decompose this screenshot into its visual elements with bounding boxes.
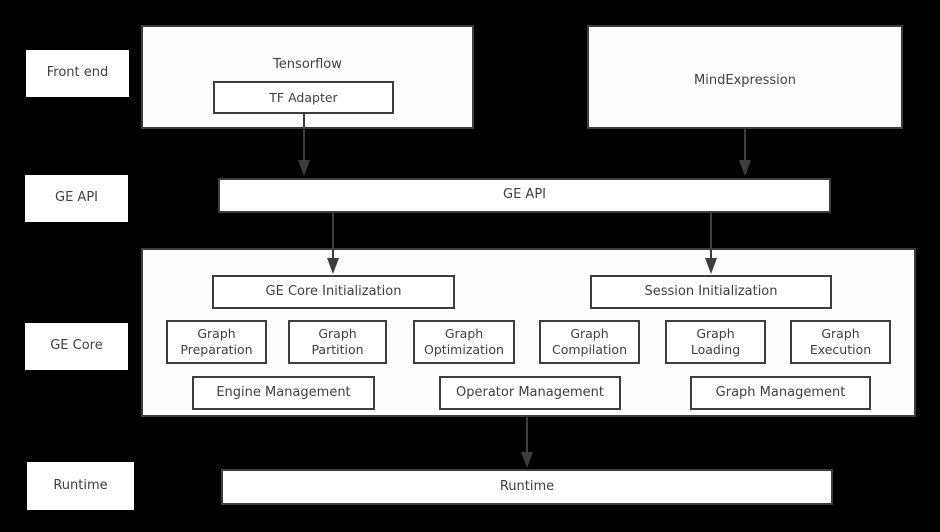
graph-partition-label: Graph Partition [311,326,364,357]
graph-partition-node[interactable]: Graph Partition [288,320,387,364]
session-initialization-node[interactable]: Session Initialization [590,275,832,309]
layer-label-front-end-text: Front end [46,65,109,81]
operator-management-node[interactable]: Operator Management [439,376,621,410]
layer-label-ge-core: GE Core [25,323,128,370]
graph-loading-node[interactable]: Graph Loading [665,320,766,364]
arrow-mindexpression-to-ge-api [739,129,751,176]
mindexpression-container: MindExpression [587,25,903,129]
layer-label-runtime-text: Runtime [53,477,108,493]
graph-preparation-node[interactable]: Graph Preparation [166,320,267,364]
tf-adapter-node[interactable]: TF Adapter [213,81,394,114]
graph-preparation-label: Graph Preparation [180,326,253,357]
graph-execution-label: Graph Execution [809,326,872,357]
ge-core-initialization-node[interactable]: GE Core Initialization [212,275,455,309]
layer-label-front-end: Front end [26,50,129,97]
layer-label-ge-api: GE API [25,175,128,222]
layer-label-ge-api-text: GE API [55,190,98,206]
ge-api-bar[interactable]: GE API [218,178,831,213]
graph-optimization-label: Graph Optimization [424,326,504,357]
graph-compilation-node[interactable]: Graph Compilation [539,320,640,364]
tensorflow-title: Tensorflow [273,57,342,72]
graph-loading-label: Graph Loading [690,326,741,357]
graph-management-label: Graph Management [715,384,846,400]
engine-management-node[interactable]: Engine Management [192,376,375,410]
graph-optimization-node[interactable]: Graph Optimization [413,320,515,364]
mindexpression-title: MindExpression [694,73,796,88]
ge-api-bar-label: GE API [503,187,546,203]
graph-execution-node[interactable]: Graph Execution [790,320,891,364]
runtime-bar-label: Runtime [499,478,555,494]
layer-label-ge-core-text: GE Core [50,338,103,354]
engine-management-label: Engine Management [216,384,351,400]
layer-label-runtime: Runtime [27,462,134,510]
graph-management-node[interactable]: Graph Management [690,376,871,410]
arrow-ge-core-to-runtime [521,417,533,468]
operator-management-label: Operator Management [456,384,604,400]
graph-compilation-label: Graph Compilation [551,326,628,357]
runtime-bar[interactable]: Runtime [221,469,833,505]
session-initialization-label: Session Initialization [644,283,778,299]
ge-core-initialization-label: GE Core Initialization [265,283,402,299]
tf-adapter-label: TF Adapter [269,89,338,105]
